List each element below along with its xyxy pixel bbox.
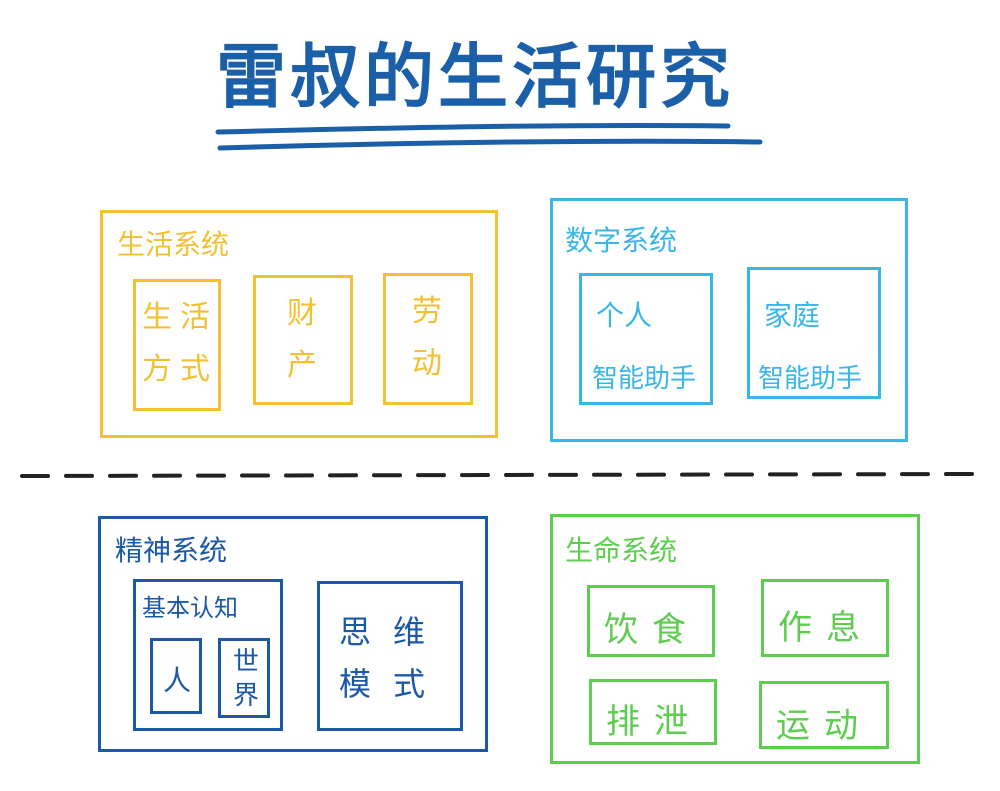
family-assistant-line1: 家庭 (764, 299, 821, 332)
thinking-mode-box: 思维 模式 (317, 581, 463, 731)
rest-label: 作息 (778, 608, 874, 648)
personal-assistant-line2: 智能助手 (592, 364, 697, 394)
digital-system-box: 数字系统 个人 智能助手 家庭 智能助手 (550, 198, 908, 442)
labor-line2: 动 (412, 346, 450, 381)
exercise-label: 运动 (776, 706, 872, 746)
vital-system-box: 生命系统 饮食 作息 排泄 运动 (550, 514, 920, 764)
diet-label: 饮食 (604, 610, 700, 650)
world-box: 世界 (218, 638, 270, 718)
labor-line1: 劳 (412, 294, 450, 329)
excretion-box: 排泄 (589, 679, 717, 745)
title-underline (215, 122, 731, 135)
personal-assistant-line1: 个人 (596, 299, 653, 332)
life-system-title: 生活系统 (117, 228, 230, 261)
property-line1: 财 (287, 296, 325, 331)
vital-system-title: 生命系统 (565, 534, 678, 567)
life-style-line1: 生活 (142, 300, 218, 335)
page-title: 雷叔的生活研究 (216, 36, 734, 118)
exercise-box: 运动 (759, 681, 889, 749)
diet-box: 饮食 (587, 585, 715, 657)
life-style-box: 生活 方式 (133, 279, 221, 411)
thinking-mode-line1: 思维 (338, 613, 447, 651)
property-line2: 产 (287, 348, 325, 383)
basic-cognition-title: 基本认知 (142, 594, 238, 622)
person-box: 人 (150, 638, 202, 714)
spirit-system-box: 精神系统 基本认知 人 世界 思维 模式 (98, 516, 488, 752)
digital-system-title: 数字系统 (565, 224, 678, 257)
labor-box: 劳 动 (383, 273, 473, 405)
title-underline-second (217, 138, 763, 151)
personal-assistant-box: 个人 智能助手 (579, 273, 713, 405)
world-label: 世界 (232, 647, 259, 711)
excretion-label: 排泄 (606, 702, 702, 742)
basic-cognition-box: 基本认知 人 世界 (133, 579, 283, 731)
rest-box: 作息 (761, 579, 889, 657)
person-label: 人 (163, 664, 192, 697)
family-assistant-line2: 智能助手 (758, 364, 863, 394)
section-divider (20, 472, 977, 478)
family-assistant-box: 家庭 智能助手 (747, 267, 881, 399)
life-style-line2: 方式 (142, 352, 218, 387)
thinking-mode-line2: 模式 (338, 665, 447, 703)
life-system-box: 生活系统 生活 方式 财 产 劳 动 (100, 210, 498, 438)
property-box: 财 产 (253, 275, 353, 405)
spirit-system-title: 精神系统 (115, 534, 228, 567)
